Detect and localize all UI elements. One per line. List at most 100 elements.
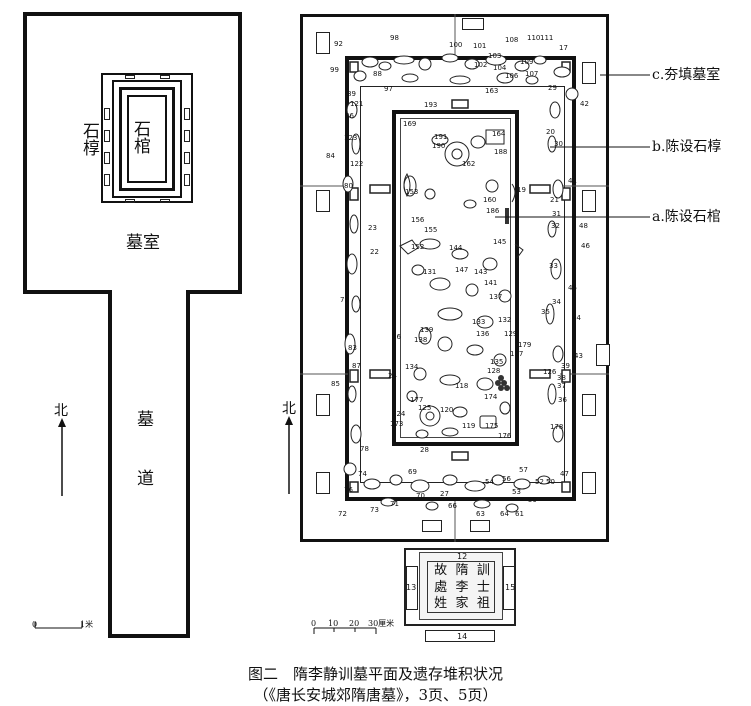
object-number: 87 bbox=[352, 362, 361, 370]
object-number: 29 bbox=[548, 84, 557, 92]
object-number: 164 bbox=[492, 130, 506, 138]
inner-coffin-frame bbox=[392, 110, 519, 446]
figure-caption-source: （《唐长安城郊隋唐墓》，3页、5页） bbox=[253, 686, 498, 704]
object-number: 121 bbox=[350, 100, 364, 108]
object-number: 57 bbox=[519, 466, 528, 474]
object-number: 134 bbox=[405, 363, 419, 371]
object-number: 31 bbox=[552, 210, 561, 218]
object-number: 175 bbox=[485, 422, 499, 430]
callout-outer-coffin: b.陈设石椁 bbox=[652, 139, 722, 155]
epitaph-glyph: 祖 bbox=[476, 596, 490, 612]
callout-lines bbox=[495, 74, 650, 218]
object-number: 46 bbox=[581, 242, 590, 250]
object-number: 137 bbox=[489, 293, 503, 301]
chamber-label: 墓室 bbox=[126, 233, 160, 253]
north-label-right: 北 bbox=[282, 401, 296, 417]
right-scale-bar bbox=[313, 627, 377, 634]
object-number: 38 bbox=[557, 374, 566, 382]
wall-pit bbox=[596, 344, 610, 366]
object-number: 47 bbox=[560, 470, 569, 478]
wall-pit bbox=[582, 394, 596, 416]
object-number: 45 bbox=[568, 284, 577, 292]
object-number: 141 bbox=[484, 279, 498, 287]
object-number: 92 bbox=[334, 40, 343, 48]
object-number: 89 bbox=[347, 90, 356, 98]
scale-end-label: 1米 bbox=[80, 620, 94, 629]
object-number: 100 bbox=[449, 41, 463, 49]
object-number: 122 bbox=[350, 160, 364, 168]
epitaph-label-top: 12 bbox=[457, 552, 468, 561]
object-number: 64 bbox=[500, 510, 509, 518]
object-number: 133 bbox=[472, 318, 486, 326]
object-number: 59 bbox=[528, 496, 537, 504]
passage-label: 墓道 bbox=[133, 410, 153, 528]
object-number: 120 bbox=[440, 406, 454, 414]
north-label-left: 北 bbox=[54, 403, 68, 419]
left-niche bbox=[184, 174, 190, 186]
object-number: 143 bbox=[474, 268, 488, 276]
wall-pit bbox=[316, 190, 330, 212]
object-number: 186 bbox=[486, 207, 500, 215]
object-number: 103 bbox=[488, 52, 502, 60]
scale-start-label: 0 bbox=[32, 620, 38, 629]
object-number: 162 bbox=[462, 160, 476, 168]
object-number: 155 bbox=[424, 226, 438, 234]
object-number: 27 bbox=[440, 490, 449, 498]
object-number: 28 bbox=[420, 446, 429, 454]
object-number: 17 bbox=[559, 44, 568, 52]
object-number: 85 bbox=[331, 380, 340, 388]
object-number: 79 bbox=[340, 296, 349, 304]
object-number: 177 bbox=[410, 396, 424, 404]
wall-pit bbox=[582, 472, 596, 494]
left-inner-coffin-outer bbox=[119, 87, 175, 191]
wall-pit bbox=[470, 520, 490, 532]
north-arrow-icon bbox=[58, 418, 66, 496]
object-number: 108 bbox=[505, 36, 519, 44]
epitaph-glyph: 家 bbox=[455, 596, 469, 612]
object-number: 78 bbox=[360, 445, 369, 453]
object-number: 124 bbox=[392, 410, 406, 418]
frame-posts bbox=[349, 61, 571, 493]
object-number: 110 bbox=[527, 34, 541, 42]
left-outer-frame bbox=[101, 73, 193, 203]
object-number: 145 bbox=[493, 238, 507, 246]
object-number: 98 bbox=[390, 34, 399, 42]
object-number: 39 bbox=[561, 362, 570, 370]
object-number: 99 bbox=[330, 66, 339, 74]
object-number: 139 bbox=[420, 326, 434, 334]
object-number: 50 bbox=[546, 478, 555, 486]
object-number: 71 bbox=[390, 500, 399, 508]
object-number: 138 bbox=[414, 336, 428, 344]
object-number: 43 bbox=[574, 352, 583, 360]
epitaph-glyph: 隋 bbox=[455, 563, 469, 578]
object-number: 83 bbox=[348, 344, 357, 352]
object-number: 147 bbox=[455, 266, 469, 274]
object-number: 54 bbox=[485, 478, 494, 486]
object-number: 193 bbox=[424, 101, 438, 109]
object-number: 169 bbox=[403, 120, 417, 128]
epitaph-label-left: 13 bbox=[406, 583, 417, 592]
object-number: 24 bbox=[388, 372, 397, 380]
left-niche bbox=[184, 130, 190, 142]
object-number: 174 bbox=[484, 393, 498, 401]
object-number: 179 bbox=[518, 341, 532, 349]
epitaph-label-bottom: 14 bbox=[457, 632, 468, 641]
wall-pit bbox=[462, 18, 484, 30]
object-number: 191 bbox=[434, 133, 448, 141]
object-number: 76 bbox=[344, 486, 353, 494]
left-scale-bar bbox=[34, 622, 83, 629]
object-number: 37 bbox=[557, 382, 566, 390]
artifact-scatter bbox=[342, 53, 579, 513]
object-number: 97 bbox=[384, 85, 393, 93]
object-number: 19 bbox=[517, 186, 526, 194]
epitaph-glyph: 訓 bbox=[476, 563, 490, 578]
left-niche bbox=[160, 199, 170, 203]
epitaph-glyph: 姓 bbox=[434, 596, 448, 612]
object-number: 52 bbox=[535, 478, 544, 486]
object-number: 131 bbox=[423, 268, 437, 276]
object-number: 129 bbox=[504, 330, 518, 338]
object-number: 84 bbox=[326, 152, 335, 160]
object-number: 33 bbox=[549, 262, 558, 270]
object-number: 163 bbox=[485, 87, 499, 95]
object-number: 135 bbox=[490, 358, 504, 366]
